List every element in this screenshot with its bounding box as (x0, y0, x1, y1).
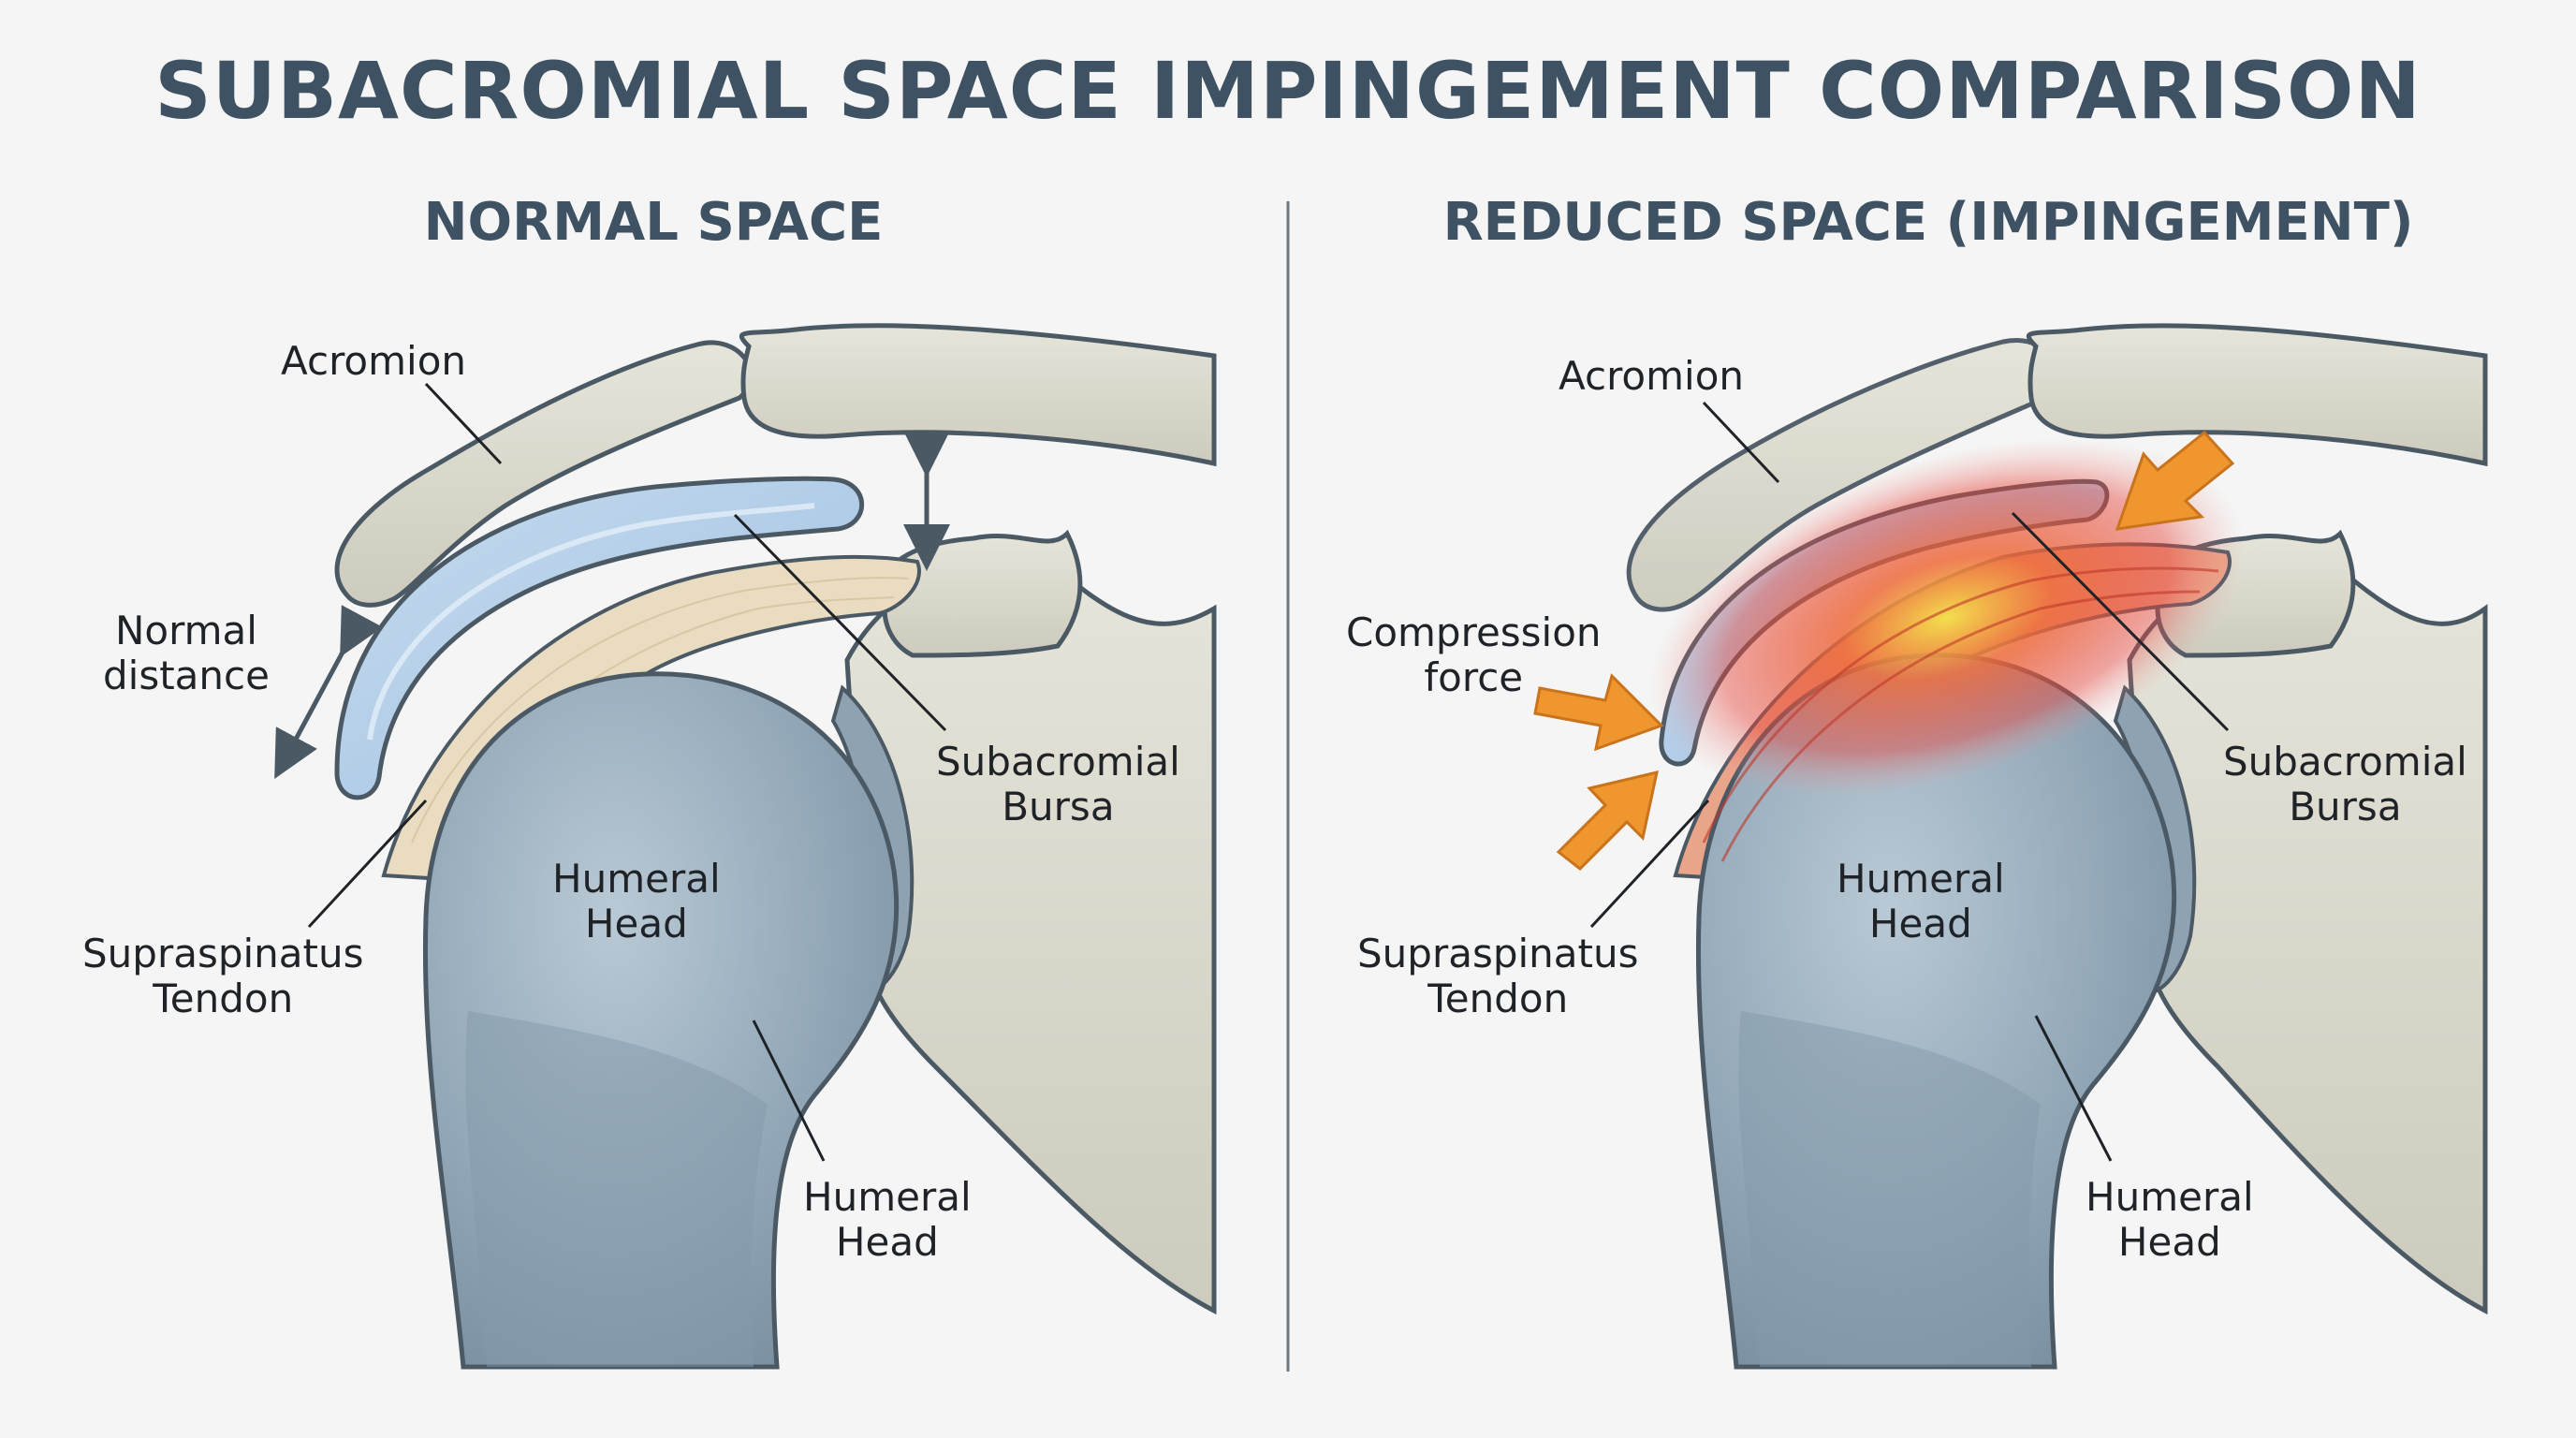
force-arrow-left-upper (1533, 673, 1664, 752)
main-title: SUBACROMIAL SPACE IMPINGEMENT COMPARISON (154, 45, 2422, 137)
humeral-head-label: Humeral Head (552, 856, 721, 946)
acromion-label: Acromion (281, 338, 467, 384)
right-leader-lines (1589, 401, 2230, 1162)
inflamed-fibers (1702, 566, 2219, 862)
reduced-space-heading: REDUCED SPACE (IMPINGEMENT) (1442, 192, 2414, 253)
clavicle-bone (739, 323, 1217, 467)
humeral-head-lower-label-impinged: Humeral Head (2086, 1174, 2254, 1265)
normal-distance-arrow (274, 605, 383, 780)
impinged-shoulder-illustration (1533, 323, 2488, 1370)
coracoid-process (879, 529, 1083, 658)
bursa-highlight (367, 503, 815, 741)
clavicle-bone-impinged (2026, 323, 2488, 467)
humerus-shaft-shade (465, 1011, 768, 1367)
force-arrow-left-lower (1556, 770, 1659, 871)
humeral-head-label-impinged: Humeral Head (1837, 856, 2005, 946)
normal-space-heading: NORMAL SPACE (423, 192, 884, 253)
left-leader-lines (307, 382, 947, 1162)
normal-distance-label: Normal distance (103, 608, 270, 698)
force-arrow-right (2115, 430, 2235, 531)
compression-force-label: Compression force (1346, 609, 1602, 700)
acromion-label-impinged: Acromion (1559, 353, 1745, 399)
subacromial-bursa (334, 476, 865, 800)
supraspinatus-tendon-label-impinged: Supraspinatus Tendon (1357, 931, 1639, 1021)
subacromial-bursa-label-impinged: Subacromial Bursa (2223, 739, 2467, 829)
normal-shoulder-illustration (274, 323, 1217, 1370)
humeral-head-lower-label: Humeral Head (803, 1174, 972, 1265)
compression-force-arrows (1533, 430, 2235, 871)
supraspinatus-tendon-label: Supraspinatus Tendon (82, 931, 364, 1021)
humerus-shaft-shade-impinged (1738, 1011, 2041, 1367)
subacromial-bursa-label: Subacromial Bursa (936, 739, 1180, 829)
inflammation-zone (1648, 438, 2246, 798)
